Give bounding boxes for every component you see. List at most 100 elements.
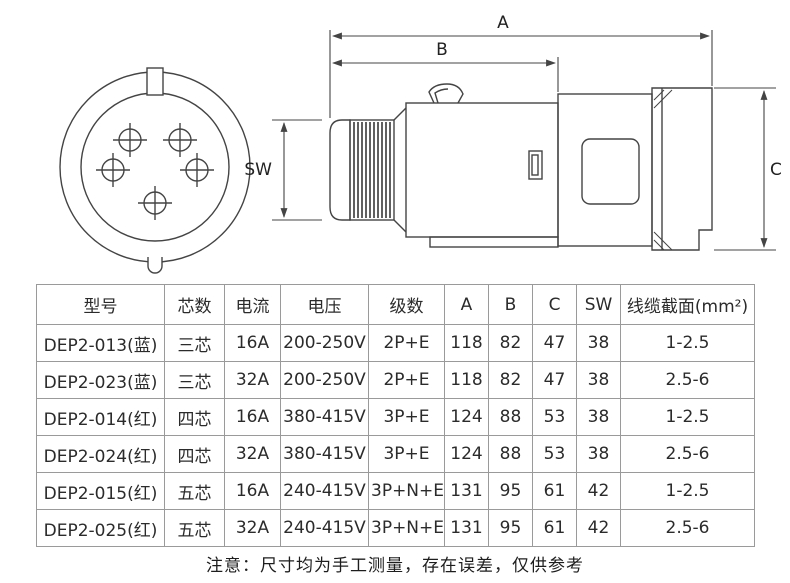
table-cell: DEP2-014(红) xyxy=(36,398,165,436)
table-cell: 61 xyxy=(532,472,577,510)
column-header: 电压 xyxy=(280,284,369,325)
table-cell: 240-415V xyxy=(280,509,369,547)
table-cell: 38 xyxy=(576,361,621,399)
table-cell: 16A xyxy=(224,472,281,510)
hatch-marks xyxy=(653,89,673,251)
latch-clip-inner xyxy=(434,88,449,104)
table-cell: 五芯 xyxy=(164,509,225,547)
table-cell: 32A xyxy=(224,361,281,399)
end-cap xyxy=(651,87,713,251)
table-cell: 32A xyxy=(224,435,281,473)
pin-mid-right xyxy=(180,153,214,187)
column-header: A xyxy=(444,284,489,325)
dimension-a-label: A xyxy=(497,13,509,33)
table-cell: 2P+E xyxy=(368,324,445,362)
table-cell: 82 xyxy=(488,324,533,362)
table-cell: 2.5-6 xyxy=(620,435,755,473)
table-cell: 32A xyxy=(224,509,281,547)
cable-gland xyxy=(329,119,351,221)
pin-top-left xyxy=(113,123,147,157)
table-cell: 2P+E xyxy=(368,361,445,399)
table-cell: 3P+E xyxy=(368,435,445,473)
table-cell: 240-415V xyxy=(280,472,369,510)
table-cell: 88 xyxy=(488,398,533,436)
table-cell: 3P+E xyxy=(368,398,445,436)
dimension-b-label: B xyxy=(436,40,448,60)
drawing-area: A B SW C xyxy=(0,0,790,284)
table-cell: 118 xyxy=(444,324,489,362)
table-cell: 1-2.5 xyxy=(620,472,755,510)
table-cell: 38 xyxy=(576,435,621,473)
column-header: 电流 xyxy=(224,284,281,325)
table-cell: 61 xyxy=(532,509,577,547)
latch-slot-inner xyxy=(531,154,539,176)
table-cell: 47 xyxy=(532,324,577,362)
dimension-lines xyxy=(272,30,776,251)
table-cell: 53 xyxy=(532,398,577,436)
table-cell: 五芯 xyxy=(164,472,225,510)
latch-slot xyxy=(528,150,543,180)
table-cell: 2.5-6 xyxy=(620,361,755,399)
column-header: 芯数 xyxy=(164,284,225,325)
table-cell: 三芯 xyxy=(164,324,225,362)
table-cell: 53 xyxy=(532,435,577,473)
front-view-drawing xyxy=(59,67,251,274)
base-strip xyxy=(429,236,559,248)
column-header: 线缆截面(mm²) xyxy=(620,284,755,325)
table-cell: 47 xyxy=(532,361,577,399)
grip-ribs xyxy=(353,122,391,218)
socket-window xyxy=(581,138,640,205)
table-cell: 200-250V xyxy=(280,324,369,362)
table-cell: DEP2-023(蓝) xyxy=(36,361,165,399)
ribbed-grip xyxy=(349,119,395,221)
table-cell: 88 xyxy=(488,435,533,473)
column-header: B xyxy=(488,284,533,325)
table-cell: 42 xyxy=(576,472,621,510)
table-cell: 1-2.5 xyxy=(620,398,755,436)
pin-bottom-center xyxy=(138,186,172,220)
table-cell: 95 xyxy=(488,509,533,547)
table-cell: 200-250V xyxy=(280,361,369,399)
table-cell: 118 xyxy=(444,361,489,399)
table-cell: 131 xyxy=(444,472,489,510)
main-housing xyxy=(405,102,559,238)
table-cell: 380-415V xyxy=(280,435,369,473)
table-cell: 16A xyxy=(224,398,281,436)
table-cell: 42 xyxy=(576,509,621,547)
pin-mid-left xyxy=(96,153,130,187)
outer-ring xyxy=(59,71,251,263)
table-cell: 124 xyxy=(444,435,489,473)
table-cell: 2.5-6 xyxy=(620,509,755,547)
table-cell: DEP2-025(红) xyxy=(36,509,165,547)
socket-body xyxy=(557,93,653,247)
column-header: SW xyxy=(576,284,621,325)
column-header: 型号 xyxy=(36,284,165,325)
dimension-c-label: C xyxy=(770,160,782,180)
table-cell: 16A xyxy=(224,324,281,362)
table-cell: 3P+N+E xyxy=(368,509,445,547)
note-text: 注意：尺寸均为手工测量，存在误差，仅供参考 xyxy=(206,556,584,576)
latch-clip xyxy=(428,83,464,104)
table-cell: DEP2-015(红) xyxy=(36,472,165,510)
table-cell: 四芯 xyxy=(164,398,225,436)
table-cell: 380-415V xyxy=(280,398,369,436)
table-cell: 131 xyxy=(444,509,489,547)
table-cell: DEP2-013(蓝) xyxy=(36,324,165,362)
side-view-drawing xyxy=(329,83,713,251)
table-cell: DEP2-024(红) xyxy=(36,435,165,473)
column-header: C xyxy=(532,284,577,325)
dimension-sw-label: SW xyxy=(244,160,272,180)
column-header: 级数 xyxy=(368,284,445,325)
bottom-notch xyxy=(147,257,163,274)
table-cell: 1-2.5 xyxy=(620,324,755,362)
